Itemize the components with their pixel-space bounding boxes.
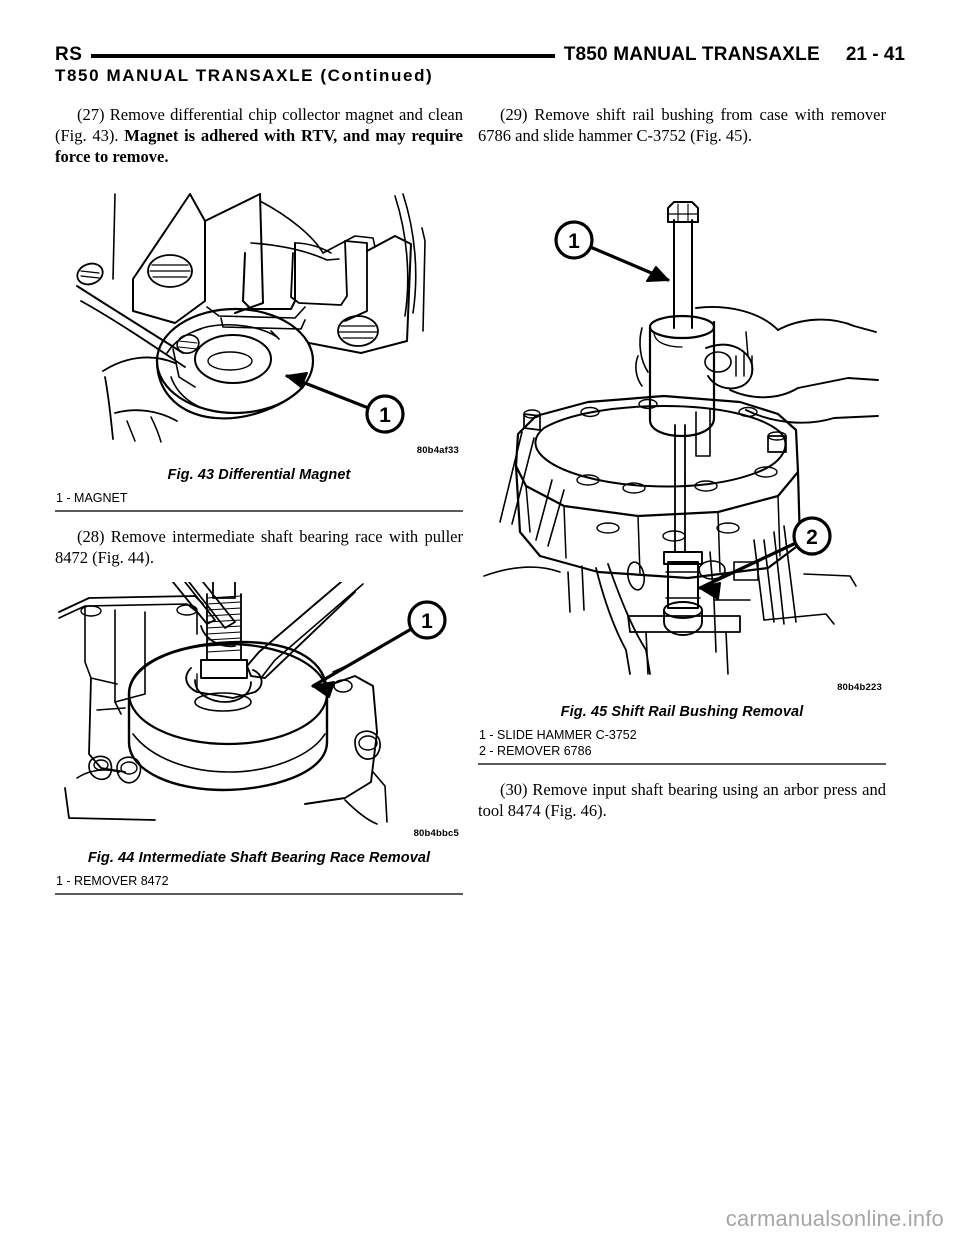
figure-43-caption: Fig. 43 Differential Magnet (167, 467, 351, 483)
paragraph-step-27: (27) Remove differential chip collector … (55, 104, 463, 167)
svg-text:2: 2 (806, 526, 818, 549)
figure-43-image-code: 80b4af33 (416, 445, 459, 456)
site-watermark: carmanualsonline.info (725, 1206, 944, 1231)
svg-text:1: 1 (379, 404, 391, 427)
figure-44-divider (55, 893, 463, 895)
figure-43-divider (55, 510, 463, 512)
section-subtitle: T850 MANUAL TRANSAXLE (Continued) (55, 66, 434, 85)
figure-45-divider (478, 763, 886, 765)
figure-43-illustration: 1 (55, 181, 463, 443)
figure-45-illustration: 1 2 (478, 180, 886, 680)
paragraph-step-29: (29) Remove shift rail bushing from case… (478, 105, 886, 145)
left-column: (27) Remove differential chip collector … (55, 104, 463, 895)
figure-45-caption: Fig. 45 Shift Rail Bushing Removal (560, 704, 804, 720)
right-column: (29) Remove shift rail bushing from case… (478, 104, 886, 821)
figure-44-caption: Fig. 44 Intermediate Shaft Bearing Race … (87, 850, 431, 866)
header-rule (91, 54, 555, 58)
figure-45-legend-item-1: 1 - SLIDE HAMMER C-3752 (479, 728, 637, 742)
figure-44: 1 80b4bbc5 Fig. 44 Intermediate Shaft Be… (55, 582, 463, 895)
svg-text:1: 1 (568, 230, 580, 253)
header-title: T850 MANUAL TRANSAXLE (563, 44, 820, 65)
figure-45-image-code: 80b4b223 (837, 682, 882, 693)
step-27-bold-warning: Magnet is adhered with RTV, and may requ… (55, 126, 463, 166)
figure-44-illustration: 1 (55, 582, 463, 826)
header-page-number: 21 - 41 (845, 44, 905, 65)
page-header: RS T850 MANUAL TRANSAXLE 21 - 41 (55, 40, 905, 70)
header-left-label: RS (55, 44, 83, 65)
step-27-text: (27) Remove differential chip collector … (55, 105, 463, 145)
figure-45-legend-item-2: 2 - REMOVER 6786 (479, 744, 592, 758)
svg-text:1: 1 (421, 610, 433, 633)
figure-43-legend-item-1: 1 - MAGNET (56, 491, 128, 505)
paragraph-step-30: (30) Remove input shaft bearing using an… (478, 780, 886, 820)
paragraph-step-28: (28) Remove intermediate shaft bearing r… (55, 527, 463, 567)
figure-44-image-code: 80b4bbc5 (413, 828, 459, 839)
figure-43: 1 80b4af33 Fig. 43 Differential Magnet 1… (55, 181, 463, 512)
figure-44-legend-item-1: 1 - REMOVER 8472 (56, 874, 169, 888)
figure-45: 1 2 80b4b223 Fig. 45 Shift Rail Bushing … (478, 180, 886, 765)
